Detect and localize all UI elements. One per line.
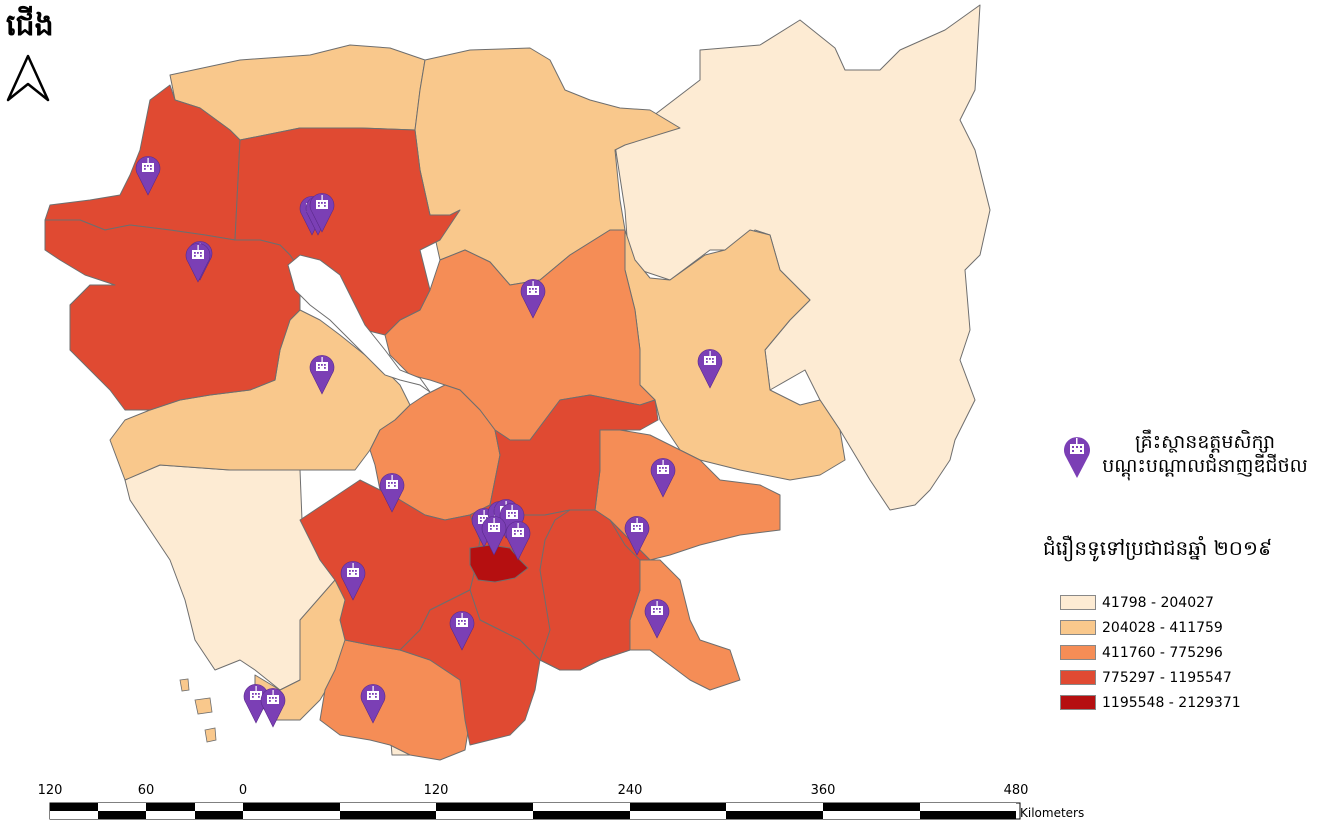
island-2 — [204, 727, 217, 743]
school-pin-icon[interactable] — [505, 521, 531, 561]
scale-segment — [195, 811, 243, 819]
north-arrow-icon — [6, 54, 50, 102]
scale-segment — [243, 811, 340, 819]
province-svay-rieng — [629, 559, 741, 691]
legend-label-1: 41798 - 204027 — [1102, 594, 1214, 611]
school-pin-icon[interactable] — [309, 193, 335, 233]
school-pin-icon[interactable] — [185, 243, 211, 283]
legend-swatch-2 — [1060, 620, 1096, 635]
scale-tick-1: 60 — [137, 783, 155, 798]
scale-segment — [726, 811, 823, 819]
scale-bar — [49, 802, 1021, 820]
scale-tick-0: 120 — [37, 783, 63, 798]
scale-segment — [146, 803, 195, 811]
school-pin-icon[interactable] — [481, 516, 507, 556]
school-pin-icon — [1064, 437, 1090, 478]
scale-tick-2: 0 — [238, 783, 248, 798]
province-tbong-khmum — [539, 509, 641, 671]
scale-segment — [920, 803, 1016, 811]
island-3 — [179, 678, 190, 692]
scale-segment — [533, 803, 630, 811]
scale-segment — [436, 811, 533, 819]
scale-segment — [98, 811, 146, 819]
school-pin-icon[interactable] — [379, 473, 405, 513]
scale-segment — [823, 803, 920, 811]
legend-marker-label-line1: គ្រឹះស្ថានឧត្តមសិក្សា — [1135, 431, 1275, 453]
school-pin-icon[interactable] — [624, 516, 650, 556]
scale-tick-3: 120 — [423, 783, 449, 798]
legend-marker-label: គ្រឹះស្ថានឧត្តមសិក្សា បណ្ដុះបណ្ដាលជំនាញឌ… — [1095, 430, 1315, 478]
legend-swatch-4 — [1060, 670, 1096, 685]
province-northeast-oddar — [614, 4, 991, 511]
province-battambang — [44, 219, 301, 411]
scale-segment — [98, 803, 146, 811]
scale-segment — [243, 803, 340, 811]
scale-tick-4: 240 — [617, 783, 643, 798]
scale-segment — [533, 811, 630, 819]
tonle-sap-lake — [287, 254, 431, 393]
school-pin-icon[interactable] — [644, 599, 670, 639]
province-takeo — [399, 589, 541, 746]
scale-segment — [50, 803, 98, 811]
legend-class-2: 204028 - 411759 — [1060, 615, 1241, 640]
island-1 — [194, 697, 213, 715]
legend-marker-label-line2: បណ្ដុះបណ្ដាលជំនាញឌីជីថល — [1102, 455, 1308, 477]
school-pin-icon[interactable] — [650, 458, 676, 498]
scale-segment — [340, 803, 436, 811]
scale-segment — [436, 803, 533, 811]
legend-swatch-1 — [1060, 595, 1096, 610]
legend-swatch-3 — [1060, 645, 1096, 660]
province-phnom-penh — [469, 544, 529, 583]
school-pin-icon[interactable] — [449, 611, 475, 651]
legend-title: ជំរឿនទូទៅប្រជាជនឆ្នាំ ២០១៩ — [1043, 536, 1273, 560]
school-pin-icon[interactable] — [697, 349, 723, 389]
school-pin-icon[interactable] — [260, 688, 286, 728]
scale-segment — [50, 811, 98, 819]
scale-tick-6: 480 — [1003, 783, 1029, 798]
school-pin-icon[interactable] — [309, 355, 335, 395]
school-pin-icon[interactable] — [135, 156, 161, 196]
scale-segment — [823, 811, 920, 819]
legend-class-5: 1195548 - 2129371 — [1060, 690, 1241, 715]
school-pin-icon[interactable] — [520, 279, 546, 319]
legend-label-3: 411760 - 775296 — [1102, 644, 1223, 661]
legend-label-5: 1195548 - 2129371 — [1102, 694, 1241, 711]
scale-segment — [630, 811, 726, 819]
school-pin-icon[interactable] — [340, 561, 366, 601]
scale-segment — [340, 811, 436, 819]
legend-class-3: 411760 - 775296 — [1060, 640, 1241, 665]
scale-segment — [146, 811, 195, 819]
legend-class-1: 41798 - 204027 — [1060, 590, 1241, 615]
legend-label-4: 775297 - 1195547 — [1102, 669, 1232, 686]
scale-unit: Kilometers — [1020, 806, 1085, 820]
legend-class-4: 775297 - 1195547 — [1060, 665, 1241, 690]
north-label: ជើង — [6, 8, 54, 43]
legend-swatch-5 — [1060, 695, 1096, 710]
scale-segment — [630, 803, 726, 811]
legend-classes: 41798 - 204027 204028 - 411759 411760 - … — [1060, 590, 1241, 715]
scale-segment — [195, 803, 243, 811]
school-pin-icon[interactable] — [360, 684, 386, 724]
scale-segment — [726, 803, 823, 811]
scale-segment — [920, 811, 1016, 819]
scale-tick-5: 360 — [810, 783, 836, 798]
legend-label-2: 204028 - 411759 — [1102, 619, 1223, 636]
